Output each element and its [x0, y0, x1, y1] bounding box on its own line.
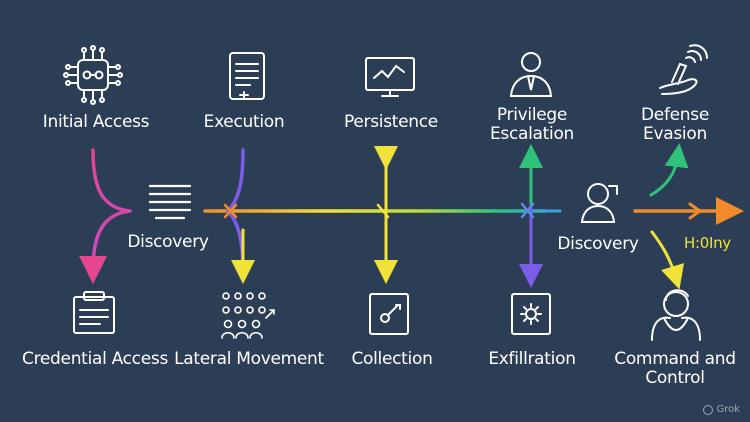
connector-initial-access — [93, 148, 132, 270]
label-collection: Collection — [351, 349, 433, 369]
person-headset-icon — [651, 289, 701, 341]
label-hoiny: H:0Iny — [684, 234, 731, 252]
label-command-line2: Control — [645, 368, 705, 388]
label-persistence: Persistence — [344, 112, 438, 132]
lock-frame-icon — [369, 293, 409, 335]
label-discovery-left: Discovery — [127, 232, 209, 252]
gear-frame-icon — [511, 293, 551, 335]
document-icon — [229, 52, 265, 100]
user-icon — [509, 52, 553, 97]
user-arrow-icon — [580, 183, 618, 223]
label-command-line1: Command and — [614, 349, 736, 369]
clipboard-icon — [73, 291, 115, 334]
label-execution: Execution — [203, 112, 285, 132]
monitor-icon — [365, 57, 415, 97]
label-discovery-right: Discovery — [557, 234, 639, 254]
label-defense-line2: Evasion — [643, 124, 707, 144]
chip-icon — [63, 45, 123, 105]
label-defense-line1: Defense — [641, 105, 709, 125]
label-defense-evasion: Defense Evasion — [641, 106, 709, 144]
watermark: Grok — [703, 404, 740, 415]
connector-command-control — [650, 230, 685, 290]
label-privilege-line1: Privilege — [496, 105, 568, 125]
label-lateral-movement: Lateral Movement — [174, 349, 324, 369]
label-credential-access: Credential Access — [22, 349, 168, 369]
label-initial-access: Initial Access — [42, 112, 150, 132]
network-people-icon — [221, 292, 275, 339]
label-privilege-line2: Escalation — [489, 124, 575, 144]
connector-defense-evasion — [649, 143, 689, 197]
grok-logo-icon — [703, 404, 714, 415]
connectors — [93, 143, 744, 290]
hand-signal-icon — [659, 44, 708, 95]
label-command-control: Command and Control — [614, 349, 736, 388]
label-exfiltration: Exfillration — [488, 349, 576, 369]
label-privilege-escalation: Privilege Escalation — [490, 106, 574, 144]
list-lines-icon — [148, 184, 192, 220]
watermark-text: Grok — [716, 404, 740, 415]
